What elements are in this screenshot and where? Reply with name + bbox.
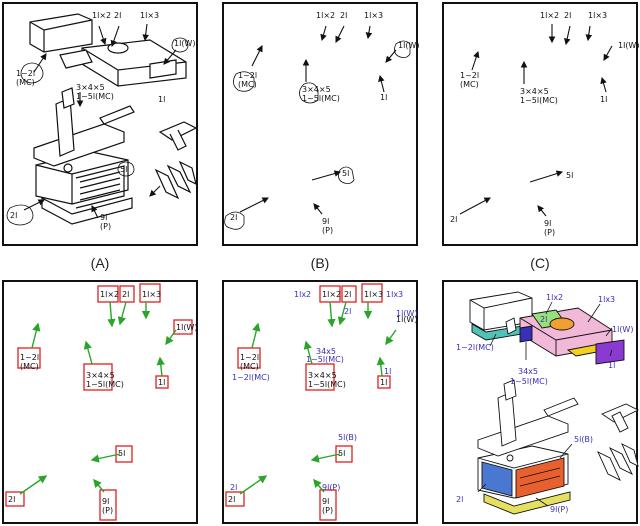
label-f-4: 1l(W)	[612, 325, 633, 334]
label-e-1: 1lx2	[294, 290, 311, 299]
hw-d-1: 1l⨯2	[100, 290, 119, 299]
panel-f-leader-lines	[477, 301, 613, 507]
machine-sketch-top	[29, 13, 187, 87]
hw-d-9: 9l(P)	[102, 497, 113, 515]
label-f-10: 2l	[456, 495, 463, 504]
label-e-9: 5l(B)	[338, 433, 357, 442]
hw-e-3: 1l⨯3	[364, 290, 383, 299]
label-e-5: 1~2l(MC)	[232, 373, 270, 382]
hw-c-4: 1~2l(MC)	[460, 71, 479, 89]
colored-model-clamp	[597, 403, 640, 481]
hw-c-3: 1l⨯3	[588, 11, 607, 20]
hw-e-6: 1l	[380, 378, 387, 387]
hw-b-10: 1l(W)	[398, 41, 419, 50]
panel-d-arrows	[19, 301, 177, 495]
panel-b-annotations	[224, 25, 411, 230]
label-e-6: 34x5	[316, 347, 336, 356]
clamp-sketch	[154, 121, 198, 200]
hw-a-7: 5l	[120, 165, 127, 174]
label-e-7: 1~5l(MC)	[306, 355, 344, 364]
hw-e-9: 9l(P)	[322, 497, 333, 515]
hw-a-4: 1~2l(MC)	[16, 69, 35, 87]
label-f-11: 9l(P)	[550, 505, 568, 514]
hw-d-8: 2l	[8, 495, 15, 504]
label-f-2: 2l	[540, 315, 547, 324]
panel-d-boxes	[5, 283, 193, 521]
hw-d-3: 1l⨯3	[142, 290, 161, 299]
hw-b-8: 2l	[230, 213, 237, 222]
hw-c-8: 2l	[450, 215, 457, 224]
panel-f-labels: 1lx2 2l 1lx3 1l(W) 1~2l(MC) 34x5 1~5l(MC…	[456, 293, 633, 514]
label-e-8: 1l	[384, 367, 391, 376]
hw-c-6: 1l	[600, 95, 607, 104]
hw-b-2: 2l	[340, 11, 347, 20]
label-e-10: 2l	[230, 483, 237, 492]
label-f-3: 1lx3	[598, 295, 615, 304]
hw-e-2: 2l	[344, 290, 351, 299]
panel-c-arrows-strokes	[459, 24, 613, 217]
label-f-8: 1l	[608, 361, 615, 370]
panel-c-arrows	[442, 2, 638, 246]
hw-e-1: 1l⨯2	[322, 290, 341, 299]
hw-a-8: 2l	[10, 211, 17, 220]
hw-a-6: 1l	[158, 95, 165, 104]
hw-a-2: 2l	[114, 11, 121, 20]
hw-e-8: 2l	[228, 495, 235, 504]
hw-c-2: 2l	[564, 11, 571, 20]
hw-b-1: 1l⨯2	[316, 11, 335, 20]
hw-e-7: 5l	[338, 449, 345, 458]
hw-a-10: 1l(W)	[174, 39, 195, 48]
caption-c: (C)	[530, 255, 550, 271]
hw-b-6: 1l	[380, 93, 387, 102]
hw-d-7: 5l	[118, 449, 125, 458]
caption-b: (B)	[310, 255, 330, 271]
label-e-11: 9l(P)	[322, 483, 340, 492]
hw-d-4: 1~2l(MC)	[20, 353, 39, 371]
hw-b-3: 1l⨯3	[364, 11, 383, 20]
hw-b-4: 1~2l(MC)	[238, 71, 257, 89]
label-f-9: 5l(B)	[574, 435, 593, 444]
hw-a-1: 1l⨯2	[92, 11, 111, 20]
label-e-2: 2l	[344, 307, 351, 316]
panel-e-boxes	[225, 283, 391, 521]
hw-c-10: 1l(W)	[618, 41, 639, 50]
hw-b-9: 9l(P)	[322, 217, 333, 235]
label-e-4: 1l(W)	[396, 309, 417, 318]
hw-e-10: 1l(W)	[396, 315, 417, 324]
hw-a-9: 9l(P)	[100, 213, 111, 231]
machine-sketch-base	[33, 87, 135, 225]
hw-a-3: 1l⨯3	[140, 11, 159, 20]
label-f-6: 34x5	[518, 367, 538, 376]
caption-a: (A)	[90, 255, 110, 271]
panel-e-labels: 1lx2 2l 1lx3 1l(W) 1~2l(MC) 34x5 1~5l(MC…	[230, 290, 417, 492]
label-f-5: 1~2l(MC)	[456, 343, 494, 352]
colored-model-base	[477, 379, 579, 515]
label-e-3: 1lx3	[386, 290, 403, 299]
hw-b-7: 5l	[342, 169, 349, 178]
hw-e-4: 1~2l(MC)	[240, 353, 259, 371]
hw-c-7: 5l	[566, 171, 573, 180]
label-f-1: 1lx2	[546, 293, 563, 302]
panel-e-arrows	[239, 301, 397, 495]
hw-c-1: 1l⨯2	[540, 11, 559, 20]
hw-d-10: 1l(W)	[176, 323, 197, 332]
hw-d-2: 2l	[122, 290, 129, 299]
hw-d-6: 1l	[158, 378, 165, 387]
panel-a-annotations	[6, 23, 189, 226]
hw-c-9: 9l(P)	[544, 219, 555, 237]
label-f-7: 1~5l(MC)	[510, 377, 548, 386]
